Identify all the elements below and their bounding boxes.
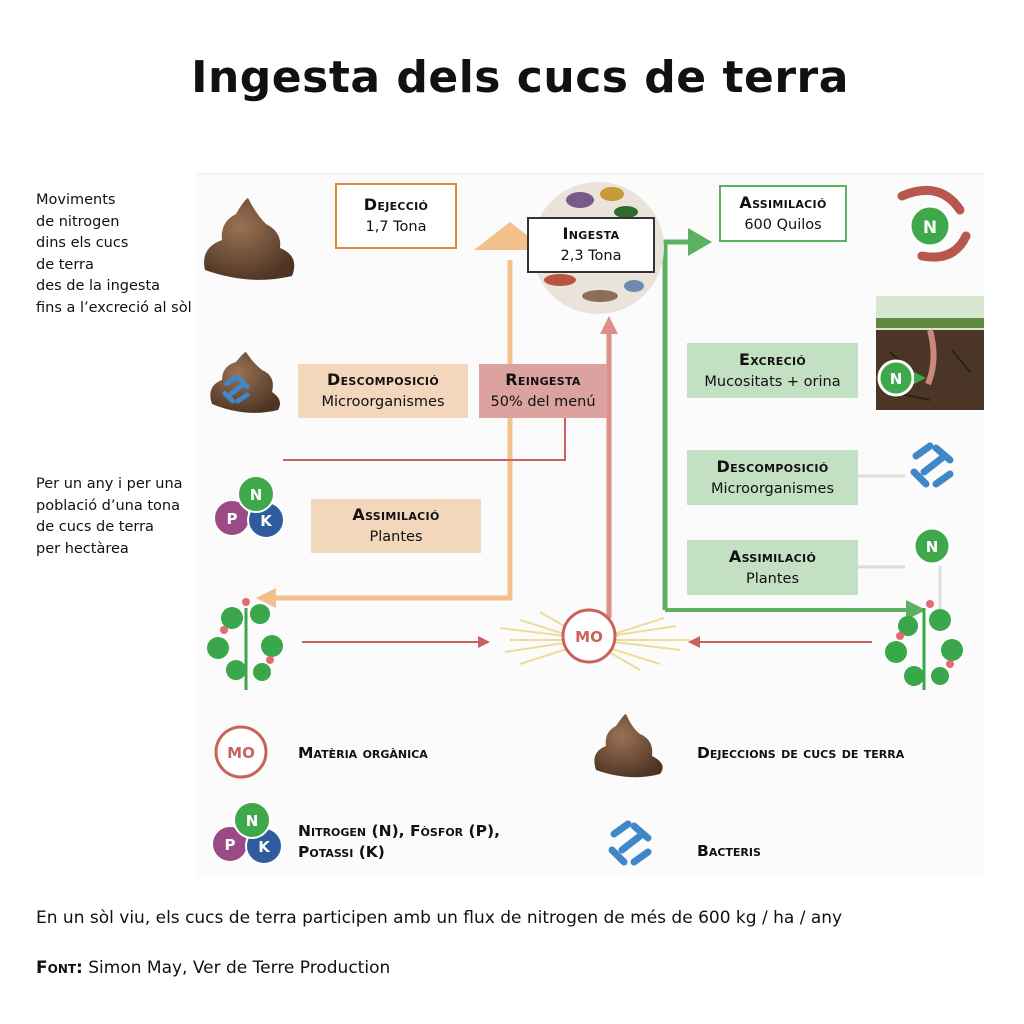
n-label: N [250,486,263,504]
box-value: Microorganismes [710,480,835,497]
p-label: P [227,510,238,528]
legend-bacteris-label: Bacteris [697,842,761,860]
box-descomposicio-left: Descomposició Microorganismes [298,364,468,418]
reingesta-line [283,418,566,461]
box-title: Assimilació [352,505,440,524]
assimilacio-flow-arrow [662,228,926,620]
p-label: P [225,836,236,854]
legend-casting-icon [594,714,663,778]
box-title: Dejecció [363,195,429,214]
box-reingesta: Reingesta 50% del menú [479,364,607,418]
box-title: Reingesta [505,370,581,389]
n-label: N [923,218,937,238]
mo-straw-icon: MO [499,608,690,671]
box-descomposicio-right: Descomposició Microorganismes [687,450,858,505]
plant-to-mo-arrows [302,636,872,648]
side-note-line: fins a l’excreció al sòl [36,299,192,316]
source-label: Font: [36,958,83,978]
legend-npk-line: Nitrogen (N), Fòsfor (P), [298,822,500,840]
side-note-nitrogen: Moviments de nitrogen dins els cucs de t… [36,190,192,319]
legend-npk-icon: P K N [211,801,283,865]
box-value: 600 Quilos [744,216,822,233]
box-title: Assimilació [739,192,827,212]
mo-label: MO [575,628,603,646]
n-label: N [246,812,259,830]
side-note-line: Moviments [36,192,116,208]
side-note-line: de nitrogen [36,213,120,230]
side-note-line: de cucs de terra [36,519,154,535]
n-label: N [926,538,939,556]
n-icon: N [912,526,952,566]
side-note-line: Per un any i per una [36,476,183,492]
box-value: Mucositats + orina [704,373,841,390]
box-ingesta: Ingesta 2,3 Tona [527,217,655,273]
side-note-line: de terra [36,256,94,273]
box-value: Microorganismes [321,394,445,410]
legend-npk-line: Potassi (K) [298,843,385,861]
k-label: K [260,512,273,530]
box-value: 50% del menú [490,394,596,410]
box-excrecio: Excreció Mucositats + orina [687,343,858,398]
plant-icon [885,600,963,690]
plant-icon [207,598,283,690]
side-note-line: població d’una tona [36,497,180,514]
box-title: Assimilació [728,546,817,566]
ingesta-flow-arrow [600,316,618,618]
soil-photo: N [876,296,984,410]
legend-bacteria-icon [608,820,652,866]
legend-mo-label: Matèria orgànica [298,744,428,762]
side-note-line: des de la ingesta [36,278,161,294]
source-credit: Font: Simon May, Ver de Terre Production [36,958,390,978]
box-value: 1,7 Tona [365,219,427,235]
legend-dejeccions-label: Dejeccions de cucs de terra [697,744,905,762]
source-text: Simon May, Ver de Terre Production [88,958,391,978]
box-title: Descomposició [716,456,829,476]
bacteria-icon [910,442,954,488]
mo-label: MO [227,744,255,762]
box-value: 2,3 Tona [560,248,622,264]
box-title: Excreció [739,349,806,369]
casting-icon [204,198,295,280]
side-note-line: per hectàrea [36,540,129,557]
box-dejeccio: Dejecció 1,7 Tona [335,183,457,249]
box-title: Descomposició [327,370,439,389]
legend-npk-label: Nitrogen (N), Fòsfor (P), Potassi (K) [298,821,500,863]
legend-mo-icon: MO [214,725,268,779]
box-assimilacio-right: Assimilació Plantes [687,540,858,595]
box-assimilacio-left: Assimilació Plantes [311,499,481,553]
worm-n-icon: N [897,185,971,262]
box-value: Plantes [745,570,799,587]
side-note-line: dins els cucs [36,235,129,251]
footer-note: En un sòl viu, els cucs de terra partici… [36,908,843,928]
side-note-population: Per un any i per una població d’una tona… [36,474,183,560]
npk-icon: P K N [213,475,285,539]
n-label: N [890,370,903,388]
page-title: Ingesta dels cucs de terra [191,52,849,103]
k-label: K [258,838,271,856]
box-title: Ingesta [562,224,620,243]
box-assimilacio-top: Assimilació 600 Quilos [719,185,847,242]
box-value: Plantes [369,529,423,545]
casting-bacteria-icon [210,352,280,413]
